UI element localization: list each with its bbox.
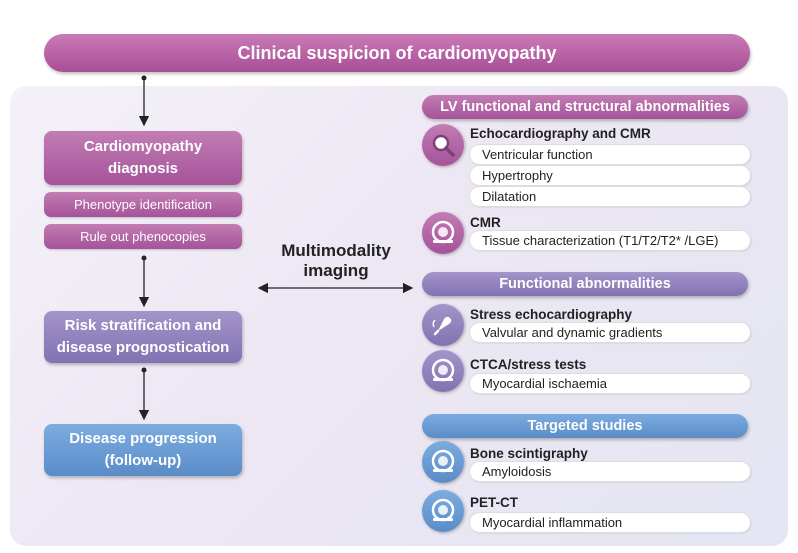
echo-cmr-title: Echocardiography and CMR xyxy=(470,126,651,141)
hypertrophy-label: Hypertrophy xyxy=(482,168,553,183)
phenotype-label: Phenotype identification xyxy=(73,197,213,212)
myocardial-ischaemia-pill: Myocardial ischaemia xyxy=(470,374,750,393)
risk-stratification-box: Risk stratification and disease prognost… xyxy=(44,311,242,363)
magnifier-icon xyxy=(422,124,464,166)
risk-line1: Risk stratification and xyxy=(64,317,222,334)
tissue-characterization-label: Tissue characterization (T1/T2/T2* /LGE) xyxy=(482,233,719,248)
valvular-gradients-label: Valvular and dynamic gradients xyxy=(482,325,663,340)
myocardial-inflammation-pill: Myocardial inflammation xyxy=(470,513,750,532)
bone-scintigraphy-title: Bone scintigraphy xyxy=(470,446,588,461)
multimodality-imaging-label: Multimodality imaging xyxy=(262,241,410,281)
risk-line2: disease prognostication xyxy=(56,339,230,356)
myocardial-inflammation-label: Myocardial inflammation xyxy=(482,515,623,530)
hypertrophy-pill: Hypertrophy xyxy=(470,166,750,185)
functional-header-label: Functional abnormalities xyxy=(499,276,671,292)
multimodality-line1: Multimodality xyxy=(281,241,391,260)
targeted-studies-header: Targeted studies xyxy=(422,414,748,438)
progression-line2: (follow-up) xyxy=(104,452,182,469)
ventricular-function-label: Ventricular function xyxy=(482,147,593,162)
diagnosis-line1: Cardiomyopathy xyxy=(83,138,203,155)
dilatation-label: Dilatation xyxy=(482,189,537,204)
cardiomyopathy-diagnosis-box: Cardiomyopathy diagnosis xyxy=(44,131,242,185)
ctca-title: CTCA/stress tests xyxy=(470,357,587,372)
scanner-icon xyxy=(422,490,464,532)
scanner-icon xyxy=(422,212,464,254)
ventricular-function-pill: Ventricular function xyxy=(470,145,750,164)
amyloidosis-label: Amyloidosis xyxy=(482,464,552,479)
tissue-characterization-pill: Tissue characterization (T1/T2/T2* /LGE) xyxy=(470,231,750,250)
dilatation-pill: Dilatation xyxy=(470,187,750,206)
phenocopies-label: Rule out phenocopies xyxy=(80,229,206,244)
clinical-suspicion-banner: Clinical suspicion of cardiomyopathy xyxy=(44,34,750,72)
arrow-diagnosis-to-risk xyxy=(138,255,150,308)
scanner-icon xyxy=(422,350,464,392)
scanner-icon xyxy=(422,441,464,483)
valvular-gradients-pill: Valvular and dynamic gradients xyxy=(470,323,750,342)
lv-abnormalities-header: LV functional and structural abnormaliti… xyxy=(422,95,748,119)
pet-ct-title: PET-CT xyxy=(470,495,519,510)
amyloidosis-pill: Amyloidosis xyxy=(470,462,750,481)
lv-header-label: LV functional and structural abnormaliti… xyxy=(440,99,730,115)
myocardial-ischaemia-label: Myocardial ischaemia xyxy=(482,376,607,391)
cmr-title: CMR xyxy=(470,215,501,230)
ultrasound-probe-icon xyxy=(422,304,464,346)
disease-progression-box: Disease progression (follow-up) xyxy=(44,424,242,476)
targeted-header-label: Targeted studies xyxy=(527,418,643,434)
arrow-banner-to-diagnosis xyxy=(138,75,150,127)
diagnosis-line2: diagnosis xyxy=(107,160,178,177)
rule-out-phenocopies-box: Rule out phenocopies xyxy=(44,224,242,249)
arrow-risk-to-progression xyxy=(138,367,150,421)
stress-echo-title: Stress echocardiography xyxy=(470,307,633,322)
phenotype-identification-box: Phenotype identification xyxy=(44,192,242,217)
progression-line1: Disease progression xyxy=(69,430,217,447)
multimodality-line2: imaging xyxy=(303,261,369,280)
functional-abnormalities-header: Functional abnormalities xyxy=(422,272,748,296)
